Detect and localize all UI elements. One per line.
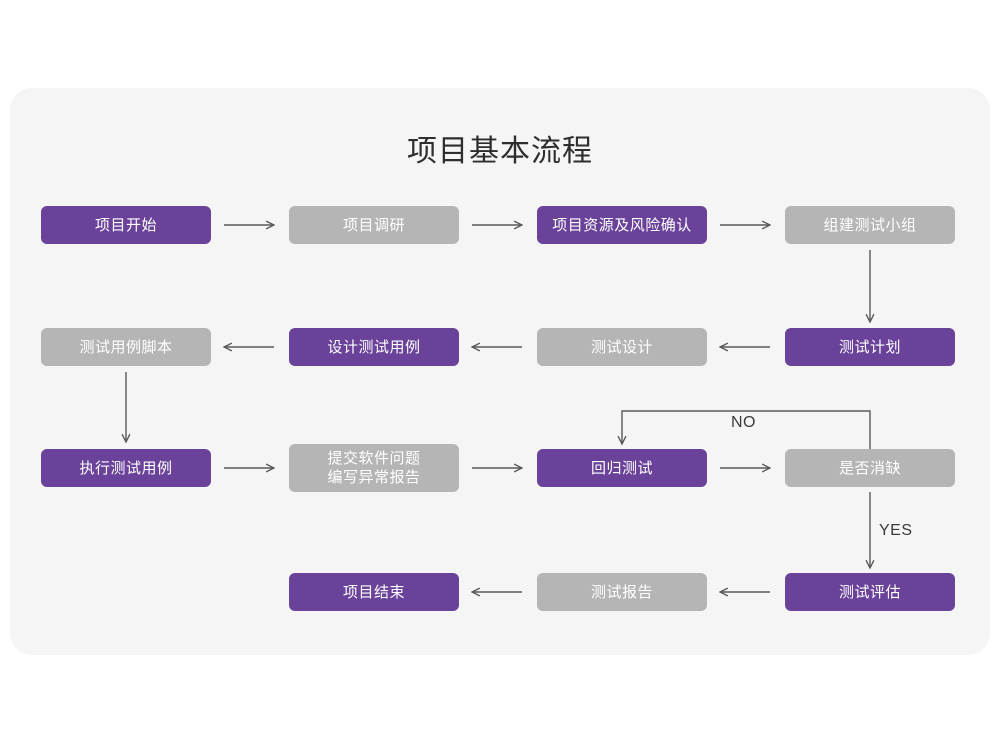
node-test-case-script[interactable]: 测试用例脚本	[41, 328, 211, 366]
node-project-start[interactable]: 项目开始	[41, 206, 211, 244]
node-execute-test-case[interactable]: 执行测试用例	[41, 449, 211, 487]
node-test-plan[interactable]: 测试计划	[785, 328, 955, 366]
node-regression-test[interactable]: 回归测试	[537, 449, 707, 487]
node-form-test-team[interactable]: 组建测试小组	[785, 206, 955, 244]
node-test-report[interactable]: 测试报告	[537, 573, 707, 611]
node-project-research[interactable]: 项目调研	[289, 206, 459, 244]
node-test-evaluation[interactable]: 测试评估	[785, 573, 955, 611]
node-test-design[interactable]: 测试设计	[537, 328, 707, 366]
edge-label-yes: YES	[879, 522, 913, 539]
flowchart-card	[10, 88, 990, 655]
edge-label-no: NO	[731, 414, 756, 431]
node-defect-cleared[interactable]: 是否消缺	[785, 449, 955, 487]
node-resource-risk-confirm[interactable]: 项目资源及风险确认	[537, 206, 707, 244]
node-design-test-case[interactable]: 设计测试用例	[289, 328, 459, 366]
page-title: 项目基本流程	[407, 135, 593, 168]
node-project-end[interactable]: 项目结束	[289, 573, 459, 611]
node-submit-issue-report[interactable]: 提交软件问题 编写异常报告	[289, 444, 459, 492]
